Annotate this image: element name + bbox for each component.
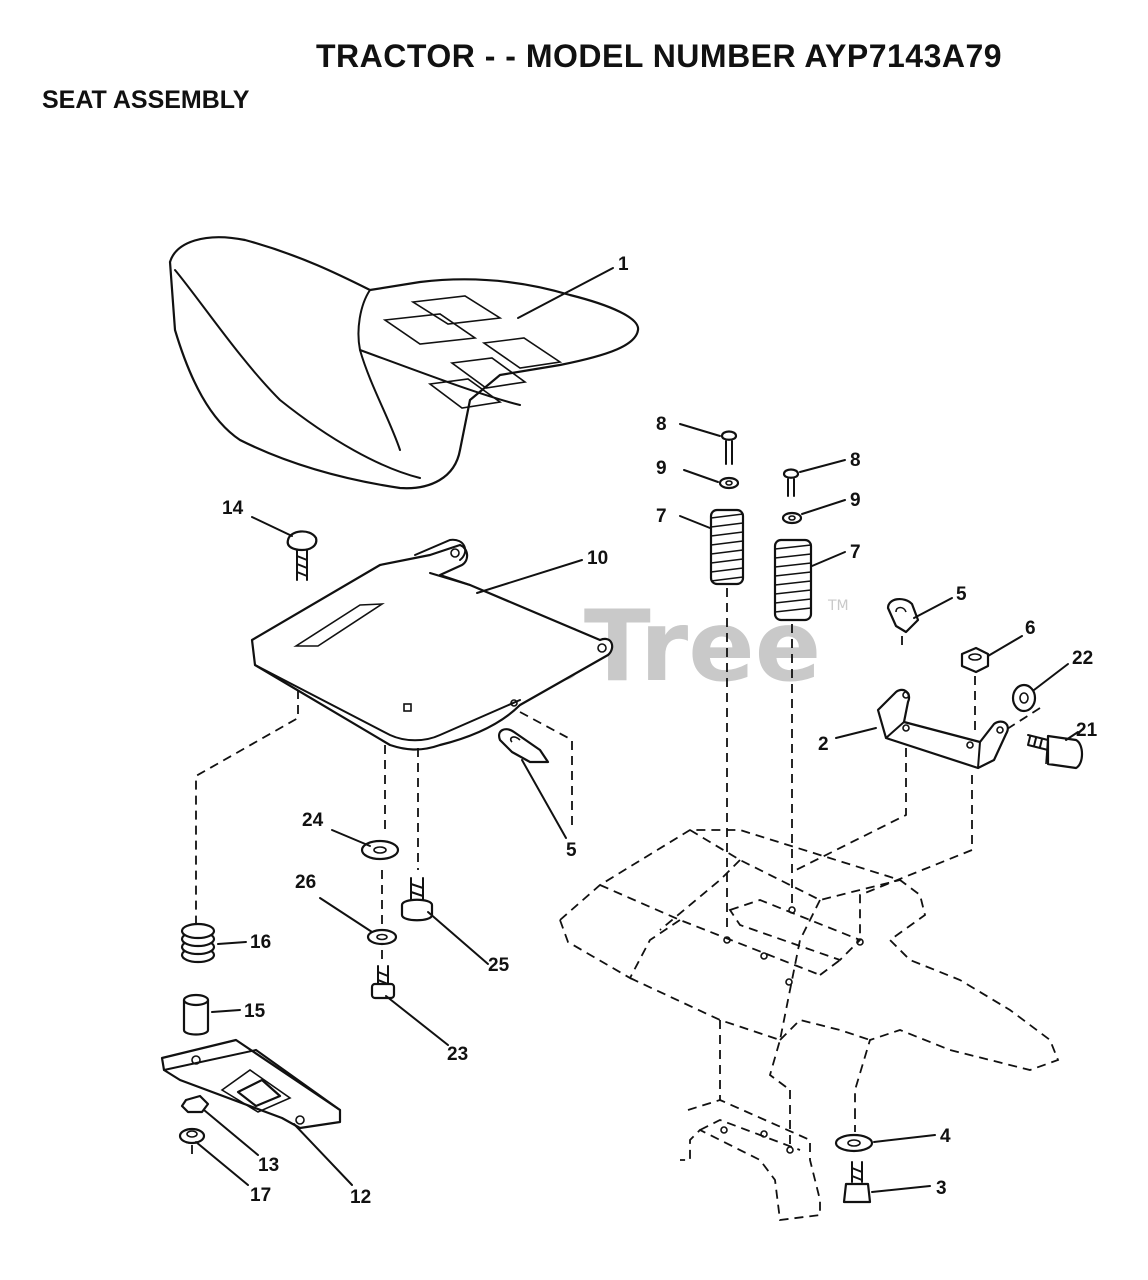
callout-7-right: 7 [850, 542, 861, 563]
nut-17-part [178, 1127, 206, 1160]
carriage-bolt-part [286, 530, 318, 581]
seat-pan-part [250, 538, 614, 751]
spacer-part [182, 993, 210, 1036]
callout-13: 13 [258, 1155, 279, 1176]
washer-9-left-part [718, 476, 740, 490]
callout-3: 3 [936, 1178, 947, 1199]
clip-right-part [886, 598, 920, 634]
bracket-part [876, 688, 1009, 770]
callout-26: 26 [295, 872, 316, 893]
callout-14: 14 [222, 498, 244, 519]
washer-4-part [834, 1133, 874, 1153]
washer-26-part [366, 928, 398, 946]
diagram-title: TRACTOR - - MODEL NUMBER AYP7143A79 [316, 38, 1003, 74]
callout-12: 12 [350, 1187, 371, 1208]
callout-2: 2 [818, 734, 829, 755]
seat-part [168, 236, 640, 490]
callout-5-left: 5 [566, 840, 577, 861]
callout-5-right: 5 [956, 584, 967, 605]
washer-24-part [360, 839, 400, 861]
callout-17: 17 [250, 1185, 271, 1206]
callout-10: 10 [587, 548, 608, 569]
callout-7-left: 7 [656, 506, 667, 527]
callout-22: 22 [1072, 648, 1093, 669]
callout-6: 6 [1025, 618, 1036, 639]
callout-16: 16 [250, 932, 271, 953]
pin-left-part [720, 430, 738, 465]
callout-15: 15 [244, 1001, 266, 1022]
callout-1: 1 [618, 254, 629, 275]
diagram-subtitle: SEAT ASSEMBLY [42, 86, 250, 114]
mount-plate-part [160, 1038, 342, 1130]
callout-25: 25 [488, 955, 510, 976]
bushing-part [1011, 683, 1037, 713]
callout-8-right: 8 [850, 450, 861, 471]
flange-bolt-part [400, 877, 434, 922]
callout-23: 23 [447, 1044, 468, 1065]
callout-24: 24 [302, 810, 324, 831]
frame-outline [559, 829, 1060, 1222]
shoulder-bolt-part [1027, 734, 1084, 770]
nut-13-part [180, 1094, 210, 1114]
spring-left-part [709, 508, 745, 586]
small-spring-part [180, 922, 216, 964]
nut-6-part [960, 646, 990, 674]
callout-4: 4 [940, 1126, 951, 1147]
washer-9-right-part [781, 511, 803, 525]
clip-left-part [498, 728, 550, 764]
pin-right-part [782, 468, 800, 497]
watermark-trademark: TM [827, 598, 849, 614]
small-bolt-part [370, 965, 396, 1000]
callout-9-right: 9 [850, 490, 861, 511]
spring-right-part [773, 538, 813, 622]
callout-8-left: 8 [656, 414, 667, 435]
callout-21: 21 [1076, 720, 1098, 741]
screw-3-part [842, 1161, 872, 1204]
callout-9-left: 9 [656, 458, 667, 479]
